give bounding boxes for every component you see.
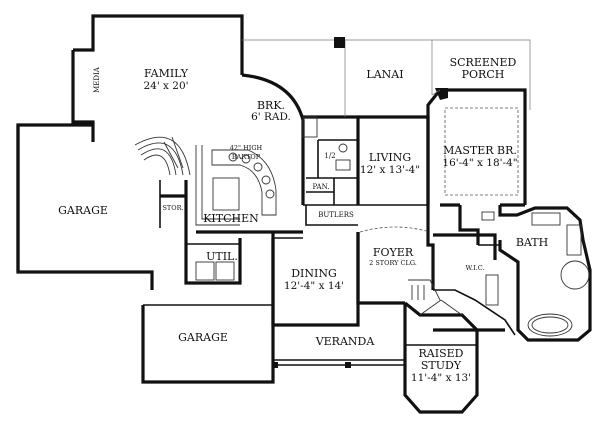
dining-dims: 12'-4" x 14' [284, 280, 344, 292]
foyer-note: 2 STORY CLG. [369, 259, 417, 267]
living-dims: 12' x 13'-4" [360, 164, 420, 176]
family-label: FAMILY [144, 67, 189, 80]
dining-label: DINING [291, 267, 337, 280]
exterior-walls [16, 14, 592, 414]
breakfast-label: BRK. [257, 99, 285, 112]
kitchen-label: KITCHEN [203, 212, 259, 225]
media-label: MEDIA [93, 66, 101, 93]
breakfast-dims: 6' RAD. [251, 111, 291, 123]
bath-label: BATH [516, 236, 548, 249]
butlers-label: BUTLERS [318, 211, 354, 219]
room-labels: FAMILY 24' x 20' MEDIA BRK. 6' RAD. 42" … [58, 56, 548, 384]
lanai-label: LANAI [366, 68, 403, 81]
screened-porch-line1: SCREENED [450, 56, 517, 69]
veranda-label: VERANDA [315, 335, 376, 348]
garage-left-label: GARAGE [58, 204, 108, 217]
fixtures [134, 89, 499, 368]
half-bath-label: 1/2 [324, 152, 335, 160]
master-bedroom-dims: 16'-4" x 18'-4" [442, 157, 517, 169]
storage-label: STOR. [162, 204, 183, 212]
pantry-label: PAN. [312, 183, 329, 191]
raised-study-dims: 11'-4" x 13' [411, 372, 471, 384]
family-dims: 24' x 20' [143, 80, 188, 92]
bartop-label-line1: 42" HIGH [230, 144, 263, 152]
utility-label: UTIL. [206, 250, 238, 263]
garage-bottom-label: GARAGE [178, 331, 228, 344]
screened-porch-line2: PORCH [462, 68, 505, 81]
master-bedroom-label: MASTER BR. [443, 144, 517, 157]
foyer-label: FOYER [373, 246, 414, 259]
raised-study-line2: STUDY [421, 359, 462, 372]
bartop-label-line2: BARTOP [232, 153, 261, 161]
living-label: LIVING [369, 151, 411, 164]
wic-label: W.I.C. [465, 264, 484, 272]
raised-study-line1: RAISED [419, 347, 464, 360]
